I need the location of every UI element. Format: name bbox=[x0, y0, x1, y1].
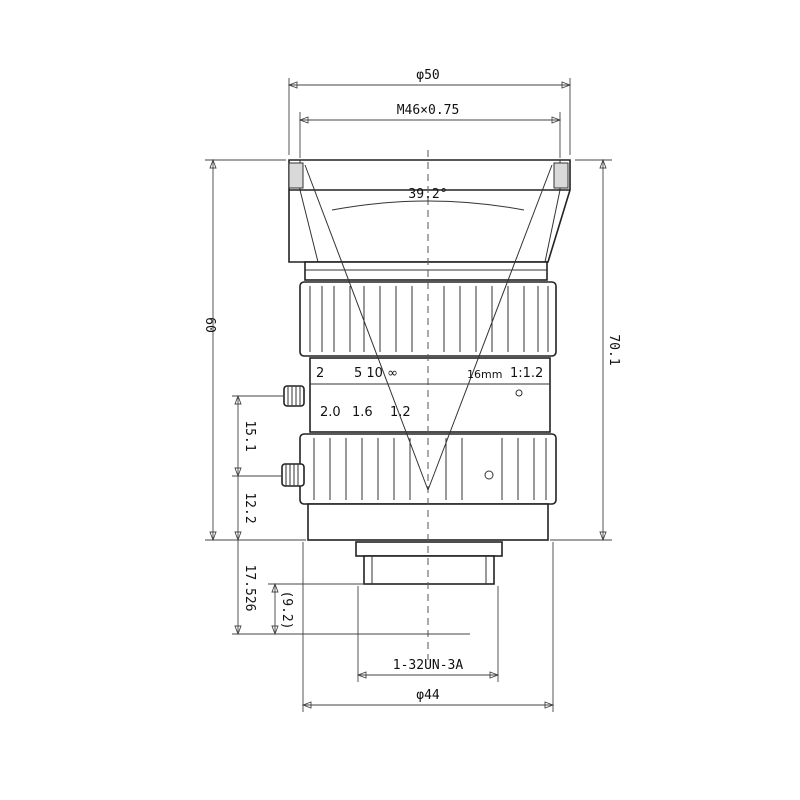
iris-scale-1-6: 1.6 bbox=[352, 405, 373, 420]
label-flange-length: 60 bbox=[202, 317, 217, 333]
dim-front-thread bbox=[298, 112, 562, 158]
iris-ring-dot bbox=[484, 470, 494, 480]
index-dot bbox=[515, 389, 523, 397]
iris-lock-screw bbox=[281, 463, 305, 487]
focus-scale-far: 5 10 ∞ bbox=[354, 366, 398, 381]
focus-ring-knurl bbox=[309, 286, 549, 352]
hood-band bbox=[304, 261, 548, 281]
label-front-thread: M46×0.75 bbox=[397, 103, 460, 118]
label-rear-offset: 12.2 bbox=[242, 492, 257, 523]
mount-thread bbox=[363, 555, 495, 585]
iris-ring-knurl bbox=[313, 438, 547, 500]
front-thread-right bbox=[553, 162, 569, 189]
label-total-length: 70.1 bbox=[606, 334, 621, 365]
dim-back-focal bbox=[232, 540, 470, 636]
front-thread-left bbox=[288, 162, 304, 189]
dim-total-length bbox=[550, 158, 612, 542]
focus-lock-screw bbox=[283, 385, 305, 407]
label-mount-depth: (9.2) bbox=[279, 590, 294, 629]
label-mount-thread: 1-32UN-3A bbox=[393, 658, 464, 673]
aperture-ratio-marking: 1:1.2 bbox=[510, 366, 543, 381]
dim-mount-thread bbox=[356, 586, 500, 682]
dim-flange-length bbox=[205, 158, 306, 542]
focus-scale-near: 2 bbox=[316, 366, 324, 381]
iris-scale-2-0: 2.0 bbox=[320, 405, 341, 420]
field-angle-lines bbox=[304, 164, 553, 491]
label-field-angle: 39.2° bbox=[408, 187, 447, 202]
focal-length-marking: 16mm bbox=[467, 368, 502, 381]
dim-rear-diameter bbox=[301, 542, 555, 712]
label-back-focal: 17.526 bbox=[242, 565, 257, 612]
dim-mount-depth bbox=[268, 582, 364, 636]
iris-scale-1-2: 1.2 bbox=[390, 405, 411, 420]
label-outer-diameter: φ50 bbox=[416, 68, 439, 83]
dim-screw-spacing bbox=[232, 394, 284, 478]
front-hood bbox=[288, 159, 571, 263]
label-screw-spacing: 15.1 bbox=[242, 420, 257, 451]
mount-flange bbox=[355, 541, 503, 557]
label-rear-diameter: φ44 bbox=[416, 688, 440, 703]
dim-outer-diameter bbox=[287, 78, 572, 155]
label-band bbox=[309, 357, 551, 433]
dim-rear-offset bbox=[234, 476, 242, 542]
